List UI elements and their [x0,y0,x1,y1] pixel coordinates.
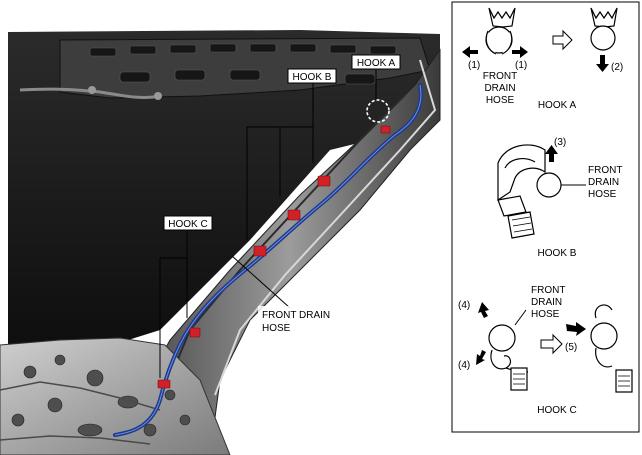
roof-panel [8,30,440,360]
hook-b-caption: HOOK B [538,248,577,259]
callout-hook-b-text: HOOK B [293,72,332,83]
pillar-inner-edge [164,94,406,391]
hook-c-detail: (4) (4) (5) FRONT DRAIN HOSE HOOK C [458,285,633,416]
callout-front-drain-hose: FRONT DRAIN HOSE [258,306,336,336]
hook-c-caption: HOOK C [537,405,576,416]
callout-hook-a-text: HOOK A [357,58,396,69]
hook-b-clip [497,144,546,202]
callout-hook-a: HOOK A [351,54,401,70]
hook-b-step-up: (3) [554,137,566,148]
callout-leaders [159,70,377,378]
callout-hose-line2: HOSE [262,323,291,334]
roof-wire [19,87,161,99]
hook-c-step-push: (5) [565,342,577,353]
callout-hook-c: HOOK C [163,215,213,231]
hook-c-part-line3: HOSE [531,309,560,320]
hook-c-arrow-top-icon [478,302,489,318]
hook-a-part-line1: FRONT [483,71,517,82]
clip-hook-b-2 [287,209,301,221]
hook-c-hose-before [488,324,516,352]
callout-hook-c-text: HOOK C [168,219,207,230]
hook-c-step-bottom: (4) [458,360,470,371]
hook-a-step-right: (1) [515,60,527,71]
hook-c-push-arrow-icon [566,322,586,336]
clip-hook-b-1 [317,175,331,187]
pillar-edge [214,59,437,396]
hook-a-detail: (1) (1) (2) FRONT DRAIN HOSE HOOK A [462,7,623,111]
clip-hook-b-3 [253,245,267,257]
callout-hook-b: HOOK B [287,68,337,84]
detail-panel: (1) (1) (2) FRONT DRAIN HOSE HOOK A (3) … [451,1,640,433]
hook-a-arrow-down-icon [596,55,609,72]
hook-a-arrow-left-icon [462,46,478,58]
hook-b-part-line1: FRONT [588,165,622,176]
clip-hook-a [380,125,391,134]
hook-b-detail: (3) FRONT DRAIN HOSE HOOK B [497,137,622,259]
hook-a-part-line2: DRAIN [484,83,515,94]
hook-c-part-line2: DRAIN [531,297,562,308]
hook-c-step-top: (4) [458,300,470,311]
hook-a-step-left: (1) [468,60,480,71]
hook-c-transition-arrow-icon [540,333,563,355]
hook-a-arrow-right-icon [512,46,528,58]
hook-c-arrow-bottom-icon [476,350,486,365]
hose-clips [157,125,391,389]
hook-c-hose-after [590,322,618,350]
hook-a-step-down: (2) [611,62,623,73]
hook-b-arrow-up-icon [545,145,558,162]
hook-b-part-line3: HOSE [588,189,617,200]
clip-hook-c-2 [157,379,171,389]
vehicle-photo: HOOK A HOOK B HOOK C FRONT DRAIN HOSE [0,30,441,455]
hook-a-caption: HOOK A [538,100,577,111]
a-pillar [139,48,441,455]
hook-b-hose [536,172,562,198]
clip-hook-c-1 [189,327,201,338]
hook-a-transition-arrow-icon [552,29,573,51]
hook-a-part-line3: HOSE [486,95,515,106]
hook-c-part-line1: FRONT [531,285,565,296]
hook-a-marker [366,99,390,123]
callout-hose-line1: FRONT DRAIN [262,310,330,321]
hook-b-part-line2: DRAIN [588,177,619,188]
